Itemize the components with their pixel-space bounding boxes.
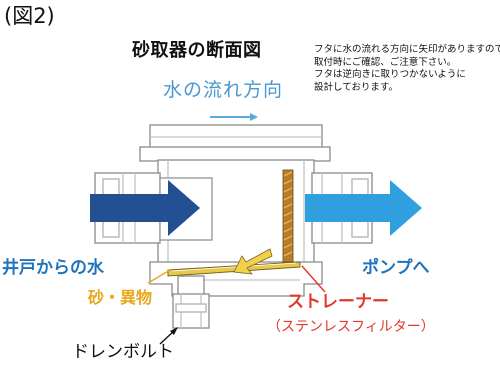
note-line-3: フタは逆向きに取りつかないように	[314, 69, 466, 80]
drain-bolt-label: ドレンボルト	[72, 342, 174, 362]
strainer-leader-line	[301, 265, 326, 293]
strainer-sublabel: （ステンレスフィルター）	[267, 319, 435, 335]
inlet-flow-arrow	[90, 180, 200, 236]
inlet-label: 井戸からの水	[2, 258, 104, 278]
note-line-4: 設計しております。	[314, 81, 398, 93]
flow-direction-label: 水の流れ方向	[163, 79, 284, 101]
installation-note: フタに水の流れる方向に矢印がありますので、 取付時にご確認、ご注意下さい。 フタ…	[314, 44, 500, 94]
strainer	[282, 169, 294, 263]
note-line-2: 取付時にご確認、ご注意下さい。	[314, 56, 457, 68]
drain-bolt-leader	[159, 327, 178, 345]
drain-bolt	[172, 275, 210, 329]
diagram-title: 砂取器の断面図	[132, 40, 262, 61]
sediment-label: 砂・異物	[88, 288, 153, 307]
flow-direction-arrow	[210, 113, 258, 121]
lid	[139, 124, 331, 162]
note-line-1: フタに水の流れる方向に矢印がありますので、	[314, 44, 500, 55]
outlet-label: ポンプへ	[362, 258, 430, 278]
sediment-flow-arrow	[233, 248, 273, 275]
strainer-label: ストレーナー	[287, 292, 389, 312]
sediment-tray	[167, 261, 301, 277]
sediment-leader-line	[147, 269, 171, 284]
figure-label: (図2)	[4, 4, 55, 28]
outlet-flow-arrow	[305, 180, 422, 236]
